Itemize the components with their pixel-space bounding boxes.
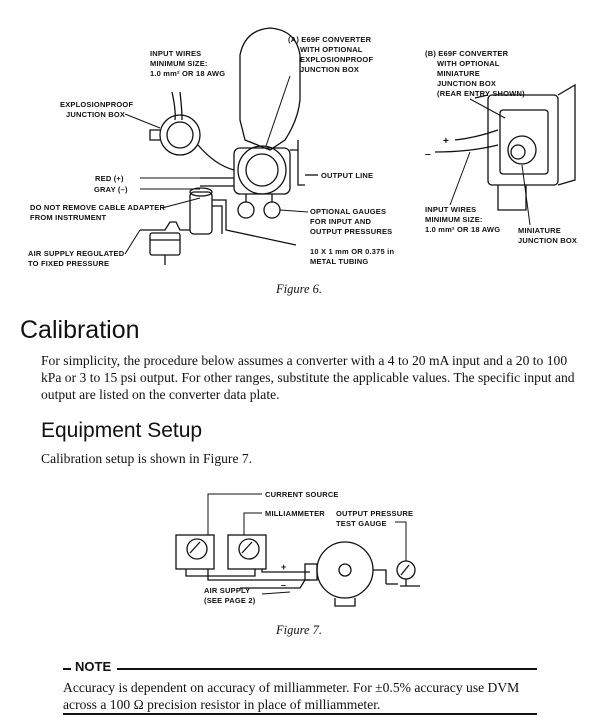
fig6-a-title-3: EXPLOSIONPROOF (300, 55, 373, 64)
fig6-b-title-3: MINIATURE (437, 69, 480, 78)
fig7-air-supply-2: (SEE PAGE 2) (204, 596, 256, 605)
fig6-input-wires-a-3: 1.0 mm² OR 18 AWG (150, 69, 225, 78)
fig6-input-wires-a-1: INPUT WIRES (150, 49, 201, 58)
fig6-tubing-1: 10 X 1 mm OR 0.375 in (310, 247, 394, 256)
fig7-air-supply-1: AIR SUPPLY (204, 586, 250, 595)
fig6-optional-gauges-3: OUTPUT PRESSURES (310, 227, 392, 236)
calibration-paragraph: For simplicity, the procedure below assu… (41, 353, 575, 402)
equipment-setup-paragraph: Calibration setup is shown in Figure 7. (41, 451, 253, 466)
figure-7-diagram: CURRENT SOURCE MILLIAMMETER OUTPUT PRESS… (175, 490, 420, 607)
fig6-b-title-2: WITH OPTIONAL (437, 59, 500, 68)
fig7-milliammeter: MILLIAMMETER (265, 509, 325, 518)
fig6-input-wires-b-3: 1.0 mm² OR 18 AWG (425, 225, 500, 234)
fig6-input-wires-a-2: MINIMUM SIZE: (150, 59, 208, 68)
fig6-miniature-box-1: MINIATURE (518, 226, 561, 235)
figure-6-caption: Figure 6. (276, 282, 323, 296)
fig6-gray-label: GRAY (–) (94, 185, 128, 194)
fig6-b-plus: + (443, 136, 449, 147)
fig7-current-source: CURRENT SOURCE (265, 490, 339, 499)
fig6-tubing-2: METAL TUBING (310, 257, 368, 266)
note-text: Accuracy is dependent on accuracy of mil… (63, 680, 520, 712)
fig6-do-not-remove-1: DO NOT REMOVE CABLE ADAPTER (30, 203, 166, 212)
note-rule-top (63, 668, 71, 670)
figure-7-caption: Figure 7. (276, 623, 323, 637)
fig6-a-title-2: WITH OPTIONAL (300, 45, 363, 54)
fig7-plus: + (281, 562, 286, 572)
fig7-output-gauge-1: OUTPUT PRESSURE (336, 509, 413, 518)
equipment-setup-heading: Equipment Setup (41, 419, 203, 442)
fig6-optional-gauges-1: OPTIONAL GAUGES (310, 207, 386, 216)
fig6-miniature-box-2: JUNCTION BOX (518, 236, 577, 245)
fig6-output-line: OUTPUT LINE (321, 171, 373, 180)
fig7-minus: – (281, 580, 286, 590)
figure-6-diagram: (A) E69F CONVERTER WITH OPTIONAL EXPLOSI… (28, 27, 577, 268)
fig6-b-title-5: (REAR ENTRY SHOWN) (437, 89, 525, 98)
fig7-output-gauge-2: TEST GAUGE (336, 519, 387, 528)
fig6-air-supply-1: AIR SUPPLY REGULATED (28, 249, 125, 258)
fig6-explosionproof-1: EXPLOSIONPROOF (60, 100, 133, 109)
fig6-b-title-4: JUNCTION BOX (437, 79, 496, 88)
fig6-air-supply-2: TO FIXED PRESSURE (28, 259, 109, 268)
fig6-optional-gauges-2: FOR INPUT AND (310, 217, 371, 226)
fig6-b-title-1: (B) E69F CONVERTER (425, 49, 509, 58)
note-title: NOTE (75, 659, 116, 674)
fig6-input-wires-b-1: INPUT WIRES (425, 205, 476, 214)
fig6-input-wires-b-2: MINIMUM SIZE: (425, 215, 483, 224)
fig6-a-title-4: JUNCTION BOX (300, 65, 359, 74)
fig6-explosionproof-2: JUNCTION BOX (66, 110, 125, 119)
note-rule-bottom (63, 713, 537, 715)
fig6-red-label: RED (+) (95, 174, 124, 183)
note-rule-top-right (117, 668, 537, 670)
fig6-a-title-1: (A) E69F CONVERTER (288, 35, 372, 44)
calibration-heading: Calibration (20, 316, 140, 344)
fig6-do-not-remove-2: FROM INSTRUMENT (30, 213, 107, 222)
fig6-b-minus: – (425, 149, 431, 160)
